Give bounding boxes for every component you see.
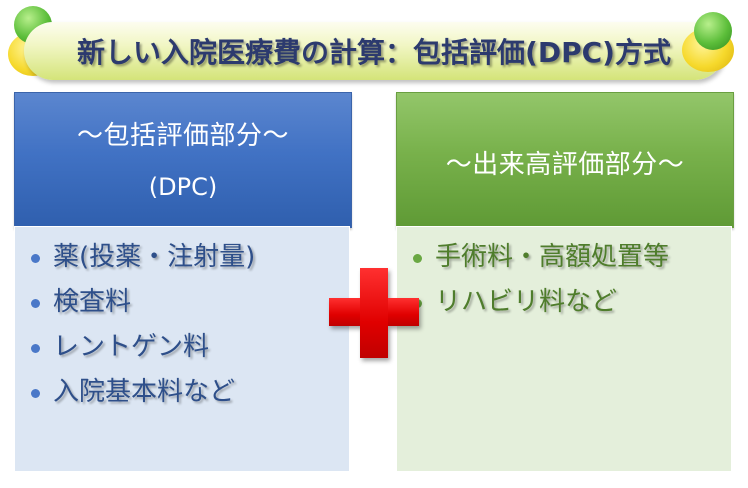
page-title: 新しい入院医療費の計算：包括評価(DPC)方式 — [77, 36, 671, 69]
bullet-icon — [31, 344, 40, 353]
bundled-evaluation-panel: 〜包括評価部分〜 (DPC) 薬(投薬・注射量) 検査料 レントゲン料 入院基本… — [14, 92, 352, 472]
bullet-icon — [31, 389, 40, 398]
bullet-icon — [31, 254, 40, 263]
list-item: 入院基本料など — [29, 370, 349, 415]
title-banner: 新しい入院医療費の計算：包括評価(DPC)方式 — [24, 22, 724, 80]
fee-for-service-panel: 〜出来高評価部分〜 手術料・高額処置等 リハビリ料など — [396, 92, 734, 472]
list-item-label: リハビリ料など — [435, 287, 618, 317]
list-item-label: 薬(投薬・注射量) — [53, 242, 256, 272]
plus-icon — [329, 268, 419, 358]
list-item-label: 検査料 — [53, 287, 132, 317]
fee-for-service-heading: 〜出来高評価部分〜 — [445, 150, 685, 180]
list-item-label: 手術料・高額処置等 — [435, 242, 670, 272]
bullet-icon — [413, 254, 422, 263]
plus-vertical-bar — [360, 268, 388, 358]
list-item-label: レントゲン料 — [53, 332, 210, 362]
list-item: 手術料・高額処置等 — [411, 235, 731, 280]
bundled-evaluation-heading: 〜包括評価部分〜 — [76, 121, 289, 151]
list-item: 検査料 — [29, 280, 349, 325]
bullet-icon — [31, 299, 40, 308]
list-item-label: 入院基本料など — [53, 377, 236, 407]
list-item: リハビリ料など — [411, 280, 731, 325]
list-item: レントゲン料 — [29, 325, 349, 370]
green-circle-ornament-right — [694, 12, 732, 50]
list-item: 薬(投薬・注射量) — [29, 235, 349, 280]
fee-for-service-items-list: 手術料・高額処置等 リハビリ料など — [397, 227, 731, 325]
bundled-evaluation-body: 薬(投薬・注射量) 検査料 レントゲン料 入院基本料など — [14, 226, 350, 472]
bundled-evaluation-header: 〜包括評価部分〜 (DPC) — [14, 92, 352, 228]
fee-for-service-header: 〜出来高評価部分〜 — [396, 92, 734, 228]
fee-for-service-body: 手術料・高額処置等 リハビリ料など — [396, 226, 732, 472]
bundled-items-list: 薬(投薬・注射量) 検査料 レントゲン料 入院基本料など — [15, 227, 349, 415]
bundled-evaluation-subheading: (DPC) — [148, 173, 218, 201]
